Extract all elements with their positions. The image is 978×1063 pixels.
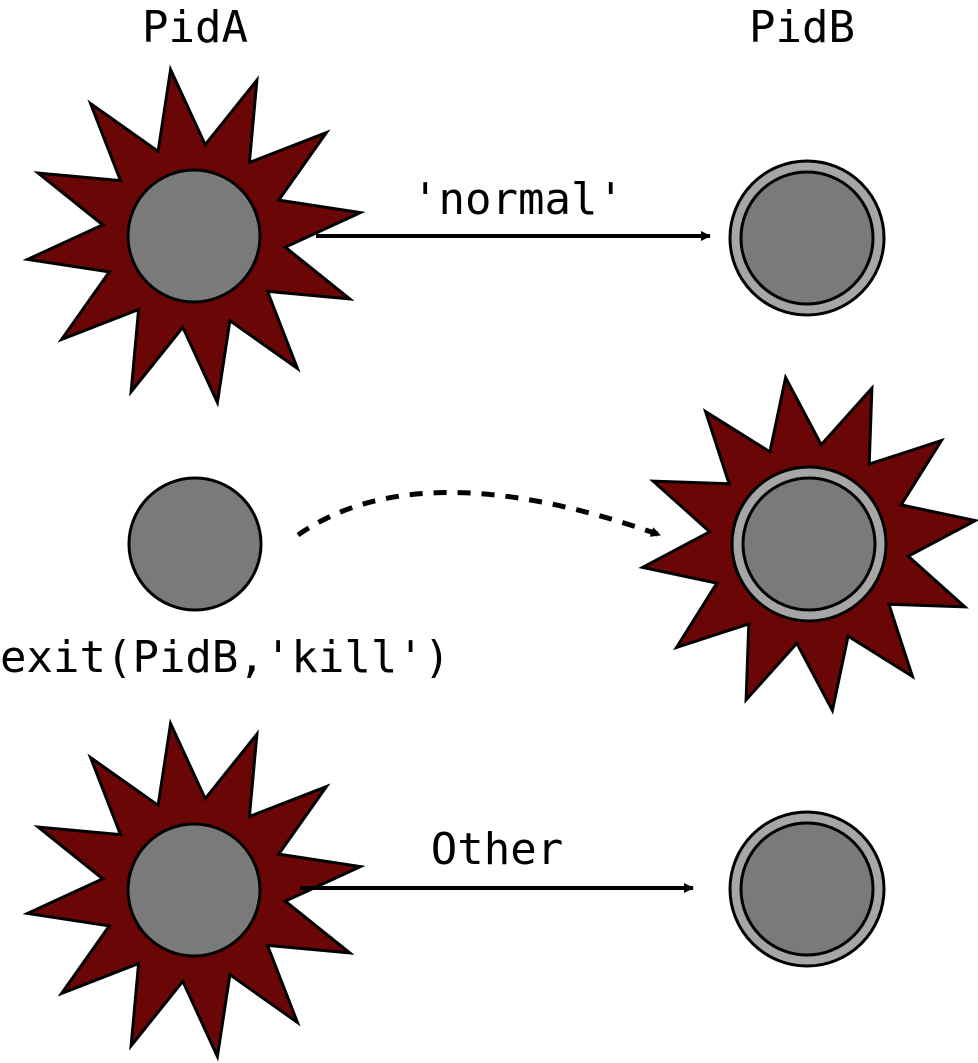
pid-b-header: PidB xyxy=(749,2,855,53)
message-arrow-dashed xyxy=(296,490,661,538)
process-circle-icon xyxy=(739,821,875,957)
process-circle-icon xyxy=(126,822,262,958)
message-label-normal: 'normal' xyxy=(412,174,624,225)
pid-a-header: PidA xyxy=(142,2,248,53)
process-circle-icon xyxy=(127,476,263,612)
process-circle-icon xyxy=(739,170,875,306)
process-circle-icon xyxy=(741,476,877,612)
message-label-kill: exit(PidB,'kill') xyxy=(0,632,450,683)
message-label-other: Other xyxy=(431,824,563,875)
process-circle-icon xyxy=(126,168,262,304)
